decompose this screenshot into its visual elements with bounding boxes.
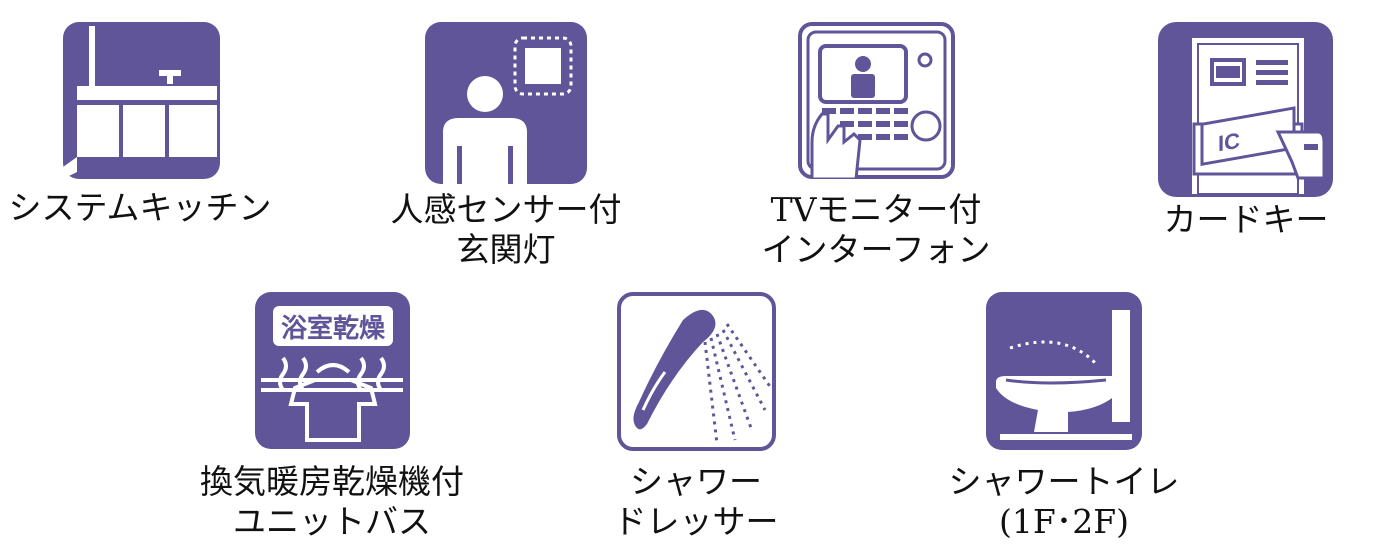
label-line: TVモニター付 [770,190,982,229]
feature-label-bathroom-dryer: 換気暖房乾燥機付 ユニットバス [172,462,492,542]
label-line: ユニットバス [233,502,431,541]
feature-sensor-light [425,22,587,184]
label-line: カードキー [1163,200,1329,239]
feature-washlet-toilet [986,292,1142,450]
feature-label-sensor-light: 人感センサー付 玄関灯 [366,190,646,270]
feature-label-card-key: カードキー [1116,200,1376,240]
feature-bathroom-dryer: 浴室乾燥 [255,292,410,449]
feature-card-key: IC [1158,22,1333,197]
label-line: システムキッチン [8,188,272,227]
svg-text:IC: IC [1218,128,1240,157]
tv-monitor-intercom-icon [798,22,955,179]
motion-sensor-light-icon [425,22,587,184]
washlet-toilet-icon [986,292,1142,450]
card-key-icon: IC [1158,22,1333,197]
bathroom-dryer-badge: 浴室乾燥 [281,313,386,344]
label-line: インターフォン [761,230,991,269]
bathroom-dryer-icon: 浴室乾燥 [255,292,410,449]
feature-tv-intercom [798,22,955,179]
label-line: 玄関灯 [456,230,556,269]
feature-label-system-kitchen: システムキッチン [0,188,280,228]
system-kitchen-icon [63,22,220,179]
shower-dresser-icon [617,292,776,451]
label-line: 換気暖房乾燥機付 [200,462,464,501]
feature-system-kitchen [63,22,220,179]
feature-label-tv-intercom: TVモニター付 インターフォン [736,190,1016,270]
feature-shower-dresser [617,292,776,451]
label-line: (1F･2F) [998,502,1130,541]
feature-label-shower-dresser: シャワー ドレッサー [556,462,836,542]
label-line: ドレッサー [613,502,779,541]
label-line: 人感センサー付 [390,190,622,229]
feature-label-washlet-toilet: シャワートイレ (1F･2F) [924,462,1204,542]
label-line: シャワートイレ [948,462,1180,501]
label-line: シャワー [630,462,762,501]
